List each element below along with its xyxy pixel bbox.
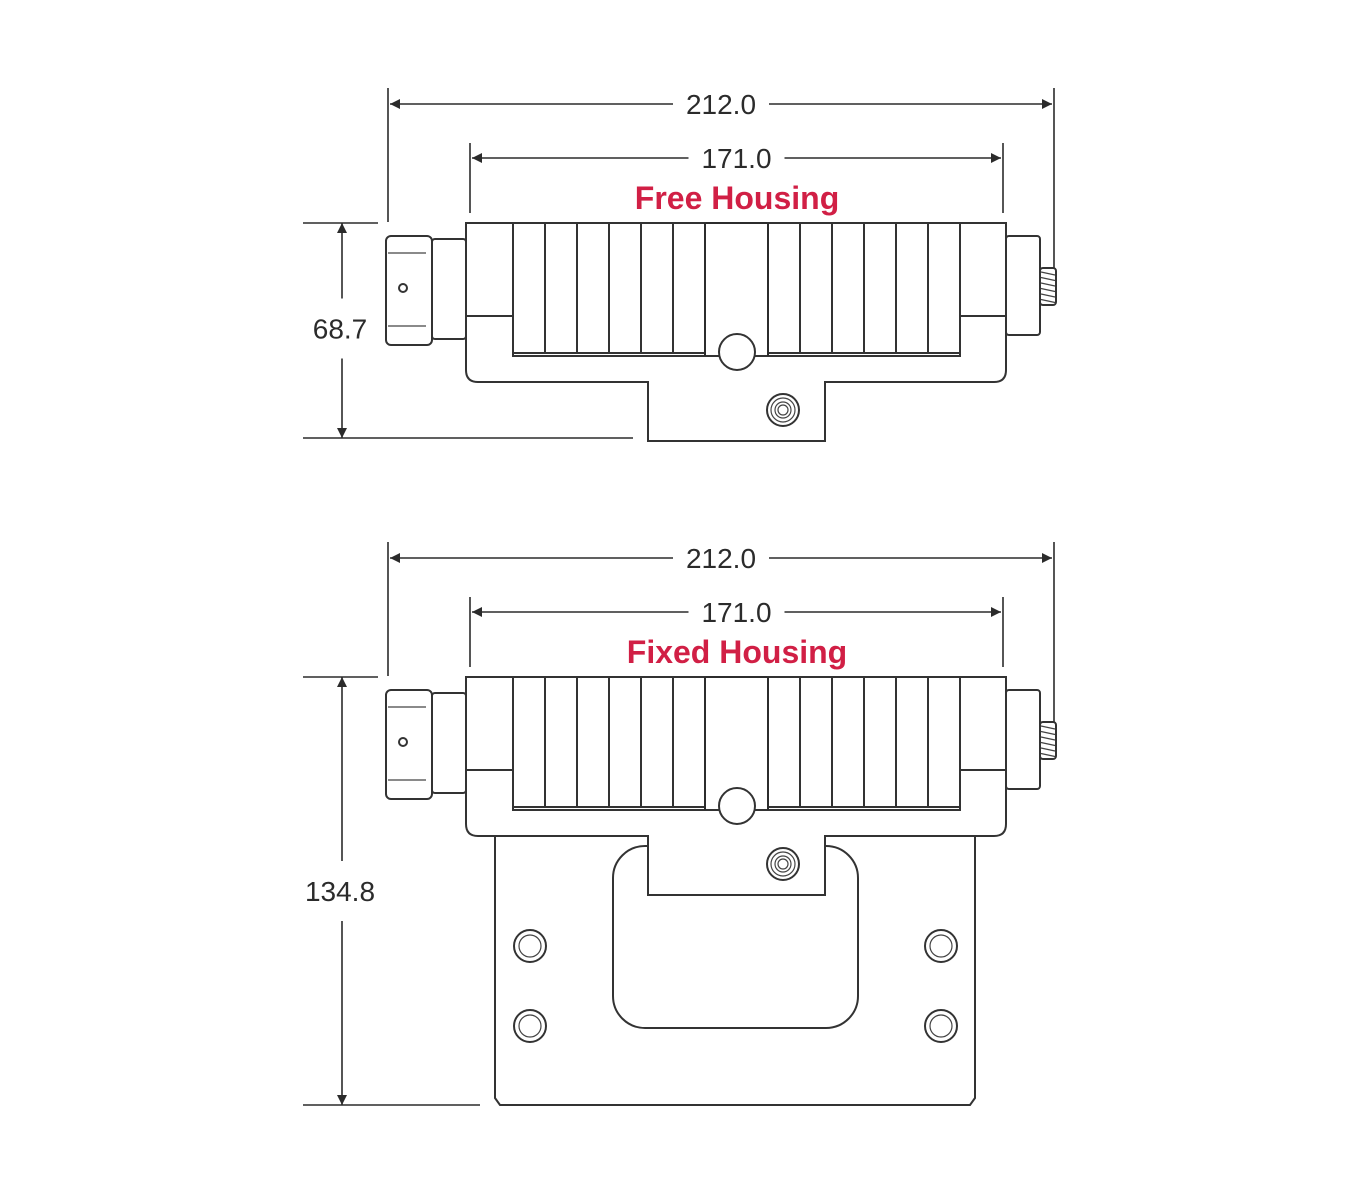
roller-fin bbox=[640, 222, 674, 354]
nut-pin bbox=[398, 283, 408, 293]
thread-line bbox=[1040, 725, 1056, 730]
roller-fin bbox=[927, 676, 961, 808]
roller-fin bbox=[799, 222, 833, 354]
overall-length-dimension-label: 212.0 bbox=[686, 543, 756, 574]
roller-fin bbox=[672, 222, 706, 354]
roller-fin bbox=[831, 222, 865, 354]
end-block-right bbox=[959, 676, 1007, 771]
mounting-hole-inner bbox=[518, 1014, 542, 1038]
roller-fin bbox=[927, 222, 961, 354]
thread-line bbox=[1040, 752, 1056, 758]
roller-fin bbox=[544, 676, 578, 808]
nut-pin bbox=[398, 737, 408, 747]
roller-fin bbox=[831, 676, 865, 808]
right-collar bbox=[1005, 235, 1041, 336]
roller-fin bbox=[576, 222, 610, 354]
roller-fin bbox=[672, 676, 706, 808]
height-dimension-label: 68.7 bbox=[313, 314, 368, 345]
roller-fin bbox=[895, 222, 929, 354]
set-screw bbox=[770, 397, 796, 423]
thread-line bbox=[1040, 730, 1056, 736]
center-hole bbox=[718, 787, 756, 825]
roller-fin bbox=[767, 222, 801, 354]
left-nut bbox=[385, 689, 433, 800]
thread-line bbox=[1040, 271, 1056, 276]
thread-line bbox=[1040, 287, 1056, 293]
thread-line bbox=[1040, 282, 1056, 287]
set-screw bbox=[770, 851, 796, 877]
end-block-left bbox=[465, 222, 514, 317]
view-title: Fixed Housing bbox=[627, 634, 847, 670]
right-collar bbox=[1005, 689, 1041, 790]
set-screw bbox=[766, 847, 800, 881]
housing-part bbox=[385, 222, 1057, 442]
end-block-left bbox=[465, 676, 514, 771]
roller-fin bbox=[576, 676, 610, 808]
thread-line bbox=[1040, 293, 1056, 298]
set-screw bbox=[774, 401, 792, 419]
roller-fin bbox=[512, 676, 546, 808]
left-collar bbox=[431, 692, 467, 794]
set-screw bbox=[777, 858, 789, 870]
mounting-hole-inner bbox=[518, 934, 542, 958]
mounting-hole-inner bbox=[929, 1014, 953, 1038]
roller-fin bbox=[767, 676, 801, 808]
set-screw bbox=[777, 404, 789, 416]
thread-line bbox=[1040, 741, 1056, 747]
mounting-hole-inner bbox=[929, 934, 953, 958]
view-title: Free Housing bbox=[635, 180, 839, 216]
housing-part bbox=[385, 676, 1057, 1106]
center-hole bbox=[718, 333, 756, 371]
left-collar bbox=[431, 238, 467, 340]
roller-fin bbox=[608, 222, 642, 354]
end-block-right bbox=[959, 222, 1007, 317]
thread-line bbox=[1040, 736, 1056, 741]
thread-line bbox=[1040, 298, 1056, 304]
roller-fin bbox=[895, 676, 929, 808]
rail-length-dimension-label: 171.0 bbox=[701, 597, 771, 628]
set-screw bbox=[774, 855, 792, 873]
overall-length-dimension-label: 212.0 bbox=[686, 89, 756, 120]
left-nut bbox=[385, 235, 433, 346]
roller-fin bbox=[512, 222, 546, 354]
height-dimension-label: 134.8 bbox=[305, 876, 375, 907]
roller-fin bbox=[608, 676, 642, 808]
roller-fin bbox=[863, 676, 897, 808]
roller-fin bbox=[799, 676, 833, 808]
rail-length-dimension-label: 171.0 bbox=[701, 143, 771, 174]
roller-fin bbox=[640, 676, 674, 808]
roller-fin bbox=[544, 222, 578, 354]
set-screw bbox=[766, 393, 800, 427]
thread-line bbox=[1040, 747, 1056, 752]
thread-line bbox=[1040, 276, 1056, 282]
roller-fin bbox=[863, 222, 897, 354]
